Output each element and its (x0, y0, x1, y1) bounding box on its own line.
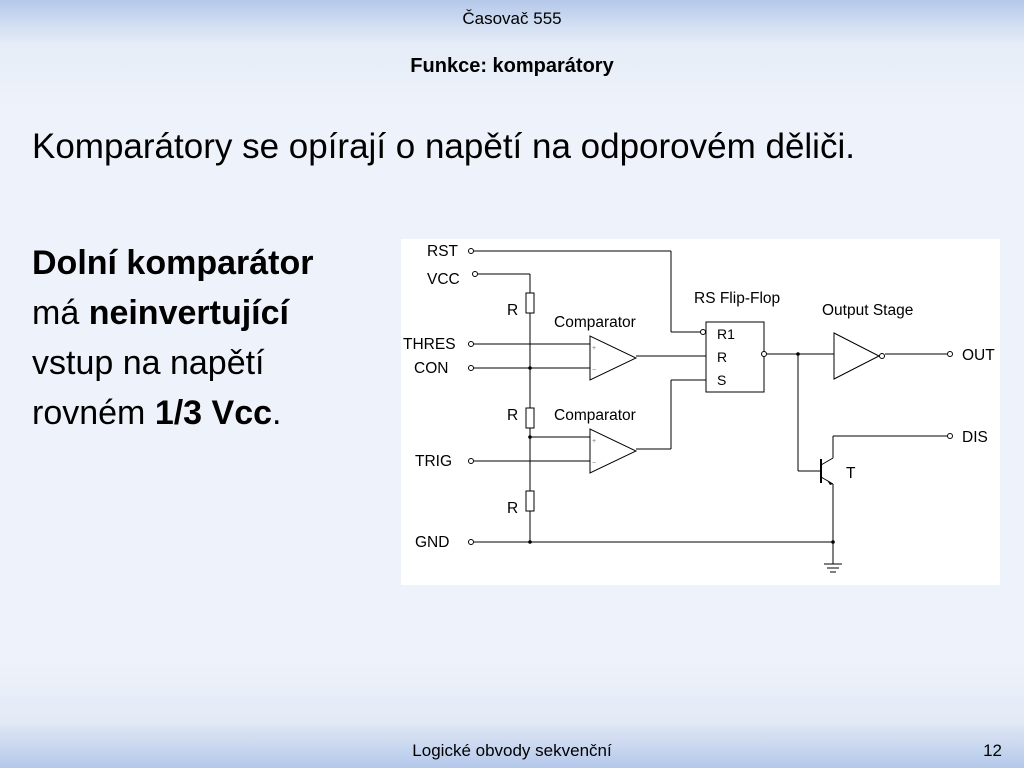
bullet-text-2: má (32, 294, 80, 332)
bullet-text-4: rovném (32, 394, 146, 432)
pin-label-dis: DIS (962, 429, 988, 446)
pin-label-con: CON (414, 360, 448, 377)
pin-label-vcc: VCC (427, 271, 460, 288)
upper-comp-plus: + (592, 345, 596, 352)
pin-label-gnd: GND (415, 534, 449, 551)
resistor-label-3: R (507, 500, 518, 517)
bullet-text: Dolní komparátor má neinvertující vstup … (32, 238, 382, 438)
pin-label-out: OUT (962, 347, 995, 364)
rs-flip-flop-box (705, 321, 765, 393)
pin-label-trig: TRIG (415, 453, 452, 470)
footer-title: Logické obvody sekvenční (412, 741, 612, 760)
resistor-1 (525, 292, 535, 314)
bullet-bold-1: Dolní komparátor (32, 244, 314, 282)
resistor-label-2: R (507, 407, 518, 424)
timer-555-diagram: RST VCC THRES CON TRIG GND OUT DIS R R R… (401, 239, 1000, 585)
emitter-arrow-icon (827, 480, 833, 485)
lower-comparator-label: Comparator (554, 407, 636, 424)
ff-pin-r1: R1 (717, 326, 735, 342)
footer-band (0, 724, 1024, 768)
flip-flop-label: RS Flip-Flop (694, 290, 780, 307)
bullet-text-3: vstup na napětí (32, 344, 265, 382)
bullet-bold-2: neinvertující (88, 294, 289, 332)
resistor-label-1: R (507, 302, 518, 319)
main-sentence: Komparátory se opírají o napětí na odpor… (32, 127, 855, 166)
lower-comparator-icon (589, 428, 638, 474)
lower-comp-minus: − (592, 460, 596, 467)
bullet-bold-3: 1/3 Vcc (154, 394, 273, 432)
presentation-title: Časovač 555 (462, 9, 562, 28)
page-number: 12 (983, 741, 1002, 760)
resistor-3 (525, 490, 535, 512)
resistor-2 (525, 407, 535, 429)
wires (474, 250, 947, 573)
bullet-period: . (272, 394, 282, 432)
upper-comparator-label: Comparator (554, 314, 636, 331)
pin-label-rst: RST (427, 243, 459, 260)
circuit-schematic: RST VCC THRES CON TRIG GND OUT DIS R R R… (403, 243, 995, 573)
upper-comp-minus: − (592, 367, 596, 374)
lower-comp-plus: + (592, 438, 596, 445)
pin-label-thres: THRES (403, 336, 456, 353)
junction-dots (528, 352, 835, 544)
header-band (0, 0, 1024, 42)
slide-title: Funkce: komparátory (410, 55, 614, 77)
upper-comparator-icon (589, 335, 638, 381)
pin-terminals (468, 248, 953, 545)
output-stage-buffer-icon (833, 332, 881, 380)
ff-pin-s: S (717, 372, 726, 388)
ff-pin-r: R (717, 349, 727, 365)
transistor-label: T (846, 465, 856, 482)
output-stage-label: Output Stage (822, 302, 913, 319)
